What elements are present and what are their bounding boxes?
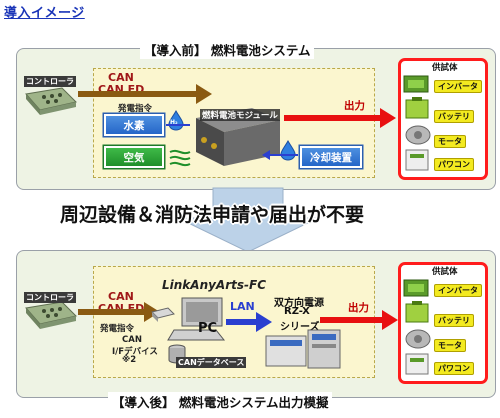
pc-label: PC <box>198 321 218 336</box>
if-device-label: I/Fデバイス <box>112 347 158 357</box>
after-title: 【導入後】 燃料電池システム出力模擬 <box>108 392 333 411</box>
product-name: LinkAnyArts-FC <box>162 278 267 292</box>
page-title: 導入イメージ <box>4 6 85 21</box>
if-device-can: CAN <box>122 335 142 345</box>
power-conditioner-label: パワコン <box>434 158 474 171</box>
can-label: CAN <box>108 71 134 84</box>
if-device-note: ※2 <box>122 355 137 365</box>
can-database-label: CANデータベース <box>176 357 247 368</box>
motor-label-after: モータ <box>434 339 466 352</box>
controller-label-after: コントローラ <box>24 292 76 303</box>
inverter-icon-after <box>403 279 429 297</box>
transition-arrow <box>177 187 319 253</box>
can-label-after: CAN <box>108 290 134 303</box>
if-device-icon <box>151 307 175 322</box>
lan-arrow <box>226 312 272 332</box>
psu-label-2: RZ-X <box>284 306 310 317</box>
psu-label-3: シリーズ <box>280 322 320 333</box>
output-arrow-after <box>320 310 398 330</box>
battery-label: バッテリ <box>434 110 474 123</box>
cooling-arrow <box>262 150 298 160</box>
h2-label: H₂ <box>170 119 178 126</box>
command-label-after: 発電指令 <box>100 324 135 334</box>
motor-label: モータ <box>434 135 466 148</box>
fuel-cell-module-label: 燃料電池モジュール <box>200 109 280 121</box>
controller-label: コントローラ <box>24 76 76 87</box>
before-title: 【導入前】 燃料電池システム <box>140 40 315 59</box>
output-label-after: 出力 <box>348 302 369 314</box>
power-conditioner-icon-after <box>405 353 429 375</box>
output-label: 出力 <box>344 100 365 112</box>
output-arrow <box>284 108 396 128</box>
inverter-label: インバータ <box>434 80 482 93</box>
battery-label-after: バッテリ <box>434 314 474 327</box>
battery-icon <box>405 97 429 119</box>
can-arrow <box>78 84 212 104</box>
air-box: 空気 <box>104 146 164 168</box>
inverter-label-after: インバータ <box>434 284 482 297</box>
hydrogen-box: 水素 <box>104 114 164 136</box>
command-label: 発電指令 <box>118 104 153 114</box>
air-wind-icon <box>169 149 191 167</box>
lan-label: LAN <box>230 300 255 313</box>
motor-icon-after <box>405 329 431 349</box>
inverter-icon <box>403 75 429 93</box>
battery-icon-after <box>405 301 429 323</box>
power-supply-icon <box>265 329 341 369</box>
cooling-box: 冷却装置 <box>300 146 362 168</box>
psu-label-1: 双方向電源 <box>274 298 324 309</box>
motor-icon <box>405 125 431 145</box>
middle-message: 周辺設備＆消防法申請や届出が不要 <box>60 204 365 226</box>
test-device-title-before: 供試体 <box>432 63 458 73</box>
controller-icon-after <box>25 301 77 329</box>
power-conditioner-label-after: パワコン <box>434 362 474 375</box>
power-conditioner-icon <box>405 149 429 171</box>
hydrogen-arrow <box>166 124 190 126</box>
pc-icon <box>167 297 226 341</box>
test-device-title-after: 供試体 <box>432 267 458 277</box>
controller-icon <box>25 87 77 115</box>
